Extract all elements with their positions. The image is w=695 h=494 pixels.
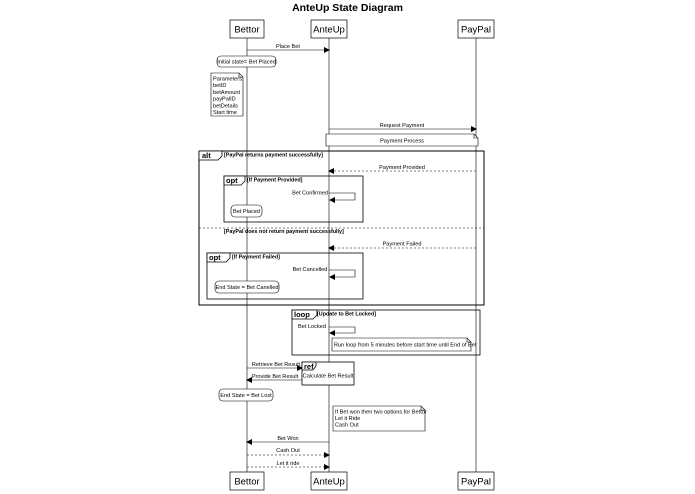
loop-keyword: loop <box>294 310 310 319</box>
loop-frame: loop [Update to Bet Locked] <box>291 309 481 356</box>
note-won-options: If Bet won then two options for Bettor L… <box>332 405 427 432</box>
msg-payment-provided: Payment Provided <box>379 165 425 171</box>
state-bet-placed-label: Bet Placed <box>233 209 260 215</box>
param-line: Parameters: <box>213 77 244 83</box>
note-payment-process: Payment Process <box>325 133 479 147</box>
ref-calculate-bet-result: Calculate Bet Result <box>303 374 354 380</box>
actor-anteup-top: AnteUp <box>310 19 348 39</box>
param-line: betAmount <box>213 90 240 96</box>
msg-provide-bet-result: Provide Bet Result <box>252 374 299 380</box>
alt-condition-2: [PayPal does not return payment successf… <box>224 229 344 235</box>
actor-bettor-label: Bettor <box>234 25 259 36</box>
note-payment-process-label: Payment Process <box>380 139 424 145</box>
msg-request-payment: Request Payment <box>380 123 425 129</box>
alt-condition-1: [PayPal returns payment successfully] <box>224 153 323 159</box>
arrow-bet-locked <box>329 326 356 336</box>
msg-place-bet: Place Bet <box>276 44 300 50</box>
msg-bet-cancelled: Bet Cancelled <box>293 267 328 273</box>
note-parameters: Parameters: betID betAmount payPalID bet… <box>210 72 244 117</box>
msg-bet-locked: Bet Locked <box>298 324 326 330</box>
actor-paypal-label: PayPal <box>461 477 491 488</box>
note-won-line: If Bet won then two options for Bettor <box>335 410 427 416</box>
note-loop-label: Run loop from 5 minutes before start tim… <box>334 343 477 349</box>
state-initial <box>216 55 277 68</box>
actor-bettor-label: Bettor <box>234 477 259 488</box>
param-line: payPalID <box>213 97 236 103</box>
actor-bettor-top: Bettor <box>229 19 265 39</box>
actor-paypal-label: PayPal <box>461 25 491 36</box>
actor-bettor-bottom: Bettor <box>229 471 265 491</box>
alt-frame: alt [PayPal returns payment successfully… <box>198 150 485 306</box>
param-line: betID <box>213 83 226 89</box>
loop-condition: [Update to Bet Locked] <box>317 312 376 318</box>
actor-anteup-label: AnteUp <box>313 477 345 488</box>
diagram-title: AnteUp State Diagram <box>292 2 403 14</box>
opt1-keyword: opt <box>226 176 238 185</box>
opt2-condition: [If Payment Failed] <box>232 255 280 261</box>
param-line: Start time <box>213 110 237 116</box>
msg-bet-confirmed: Bet Confirmed <box>292 191 328 197</box>
note-loop: Run loop from 5 minutes before start tim… <box>331 337 477 352</box>
arrow-bet-confirmed <box>329 192 356 203</box>
actor-anteup-label: AnteUp <box>313 25 345 36</box>
actor-paypal-top: PayPal <box>457 19 495 39</box>
msg-let-it-ride: Let it ride <box>276 461 299 467</box>
note-won-line: Cash Out <box>335 423 359 429</box>
actor-anteup-bottom: AnteUp <box>310 471 348 491</box>
state-end-cancelled-label: End State = Bet Canelled <box>216 285 279 291</box>
state-end-lost <box>218 388 274 402</box>
ref-frame: ref Calculate Bet Result <box>301 361 355 386</box>
alt-keyword: alt <box>202 151 211 160</box>
opt1-condition: [If Payment Provided] <box>247 178 303 184</box>
ref-keyword: ref <box>304 362 314 371</box>
opt2-keyword: opt <box>209 253 221 262</box>
state-bet-placed <box>230 204 263 218</box>
state-initial-label: Initial state= Bet Placed <box>217 60 276 66</box>
msg-cash-out: Cash Out <box>276 448 300 454</box>
opt-frame-provided: opt [If Payment Provided] <box>223 175 364 223</box>
state-end-cancelled <box>214 280 280 294</box>
arrow-bet-cancelled <box>329 269 356 280</box>
actor-paypal-bottom: PayPal <box>457 471 495 491</box>
param-line: betDetails <box>213 103 238 109</box>
opt-frame-failed: opt [If Payment Failed] <box>206 252 364 300</box>
note-won-line: Let it Ride <box>335 416 360 422</box>
msg-payment-failed: Payment Failed <box>383 242 422 248</box>
state-end-lost-label: End State = Bet Lost <box>220 393 272 399</box>
msg-bet-won: Bet Won <box>277 436 298 442</box>
msg-retrieve-bet-result: Retrieve Bet Result <box>252 362 301 368</box>
